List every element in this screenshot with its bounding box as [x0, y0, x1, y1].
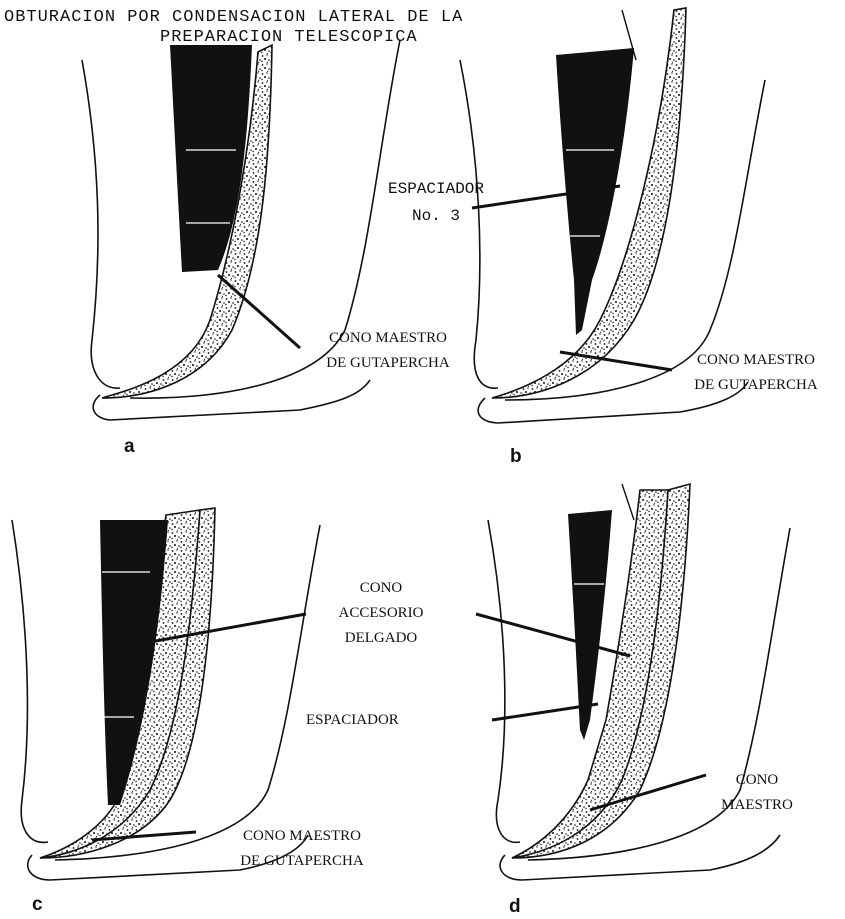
- label-c-cone-line-1: CONO MAESTRO: [222, 824, 382, 849]
- label-b-cone-line-1: CONO MAESTRO: [676, 348, 836, 373]
- panel-letter-d: d: [509, 896, 521, 918]
- label-c-accessory-cone: CONO ACCESORIO DELGADO: [316, 576, 446, 651]
- label-d-cone-line-1: CONO: [712, 768, 802, 793]
- leader-d-accessory: [476, 614, 630, 656]
- label-c-acc-line-1: CONO: [316, 576, 446, 601]
- label-a-master-cone: CONO MAESTRO DE GUTAPERCHA: [308, 326, 468, 376]
- label-d-cone-line-2: MAESTRO: [712, 793, 802, 818]
- label-a-line-1: CONO MAESTRO: [308, 326, 468, 351]
- label-c-spacer: ESPACIADOR: [306, 708, 399, 733]
- label-b-spacer-line-1: ESPACIADOR: [356, 176, 516, 203]
- label-d-master-cone: CONO MAESTRO: [712, 768, 802, 818]
- tooth-outline-d-left: [488, 520, 520, 842]
- label-b-master-cone: CONO MAESTRO DE GUTAPERCHA: [676, 348, 836, 398]
- label-c-acc-line-3: DELGADO: [316, 626, 446, 651]
- label-a-line-2: DE GUTAPERCHA: [308, 351, 468, 376]
- title-line-2: PREPARACION TELESCOPICA: [160, 28, 418, 47]
- tooth-outline-a-left: [82, 60, 120, 388]
- label-c-acc-line-2: ACCESORIO: [316, 601, 446, 626]
- panel-letter-a: a: [124, 436, 135, 458]
- label-b-cone-line-2: DE GUTAPERCHA: [676, 373, 836, 398]
- label-c-master-cone: CONO MAESTRO DE GUTAPERCHA: [222, 824, 382, 874]
- panel-letter-c: c: [32, 894, 43, 916]
- title-line-1: OBTURACION POR CONDENSACION LATERAL DE L…: [4, 8, 463, 27]
- label-b-spacer: ESPACIADOR No. 3: [356, 176, 516, 230]
- tooth-outline-c-left: [12, 520, 48, 842]
- root-tip-a: [93, 380, 370, 420]
- panel-letter-b: b: [510, 446, 522, 468]
- label-c-cone-line-2: DE GUTAPERCHA: [222, 849, 382, 874]
- label-b-spacer-line-2: No. 3: [356, 203, 516, 230]
- panel-d: [476, 484, 790, 880]
